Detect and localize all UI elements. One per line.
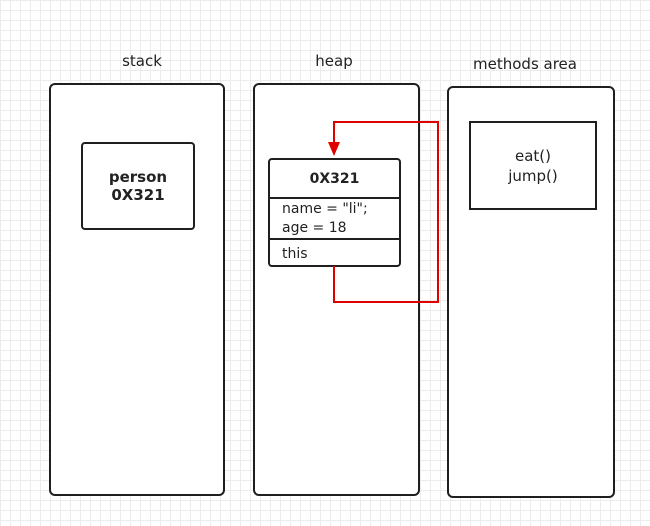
method-eat: eat() [514, 146, 551, 165]
methods-box: eat() jump() [469, 121, 597, 210]
heap-label: heap [315, 52, 353, 70]
methods-area-region: eat() jump() [447, 86, 615, 498]
person-variable-name: person [108, 168, 168, 186]
heap-object-this: this [282, 246, 308, 262]
person-reference-box: person 0X321 [81, 142, 195, 230]
methods-area-label: methods area [473, 55, 577, 73]
heap-object: 0X321 name = "li"; age = 18 this [268, 158, 401, 267]
heap-object-address: 0X321 [270, 160, 399, 199]
field-age: age = 18 [282, 220, 347, 236]
stack-label: stack [122, 52, 162, 70]
method-jump: jump() [508, 166, 558, 185]
field-name: name = "li"; [282, 201, 368, 217]
heap-object-fields: name = "li"; age = 18 [270, 199, 399, 240]
heap-region: 0X321 name = "li"; age = 18 this [253, 83, 420, 496]
person-variable-address: 0X321 [111, 186, 165, 204]
stack-region: person 0X321 [49, 83, 225, 496]
